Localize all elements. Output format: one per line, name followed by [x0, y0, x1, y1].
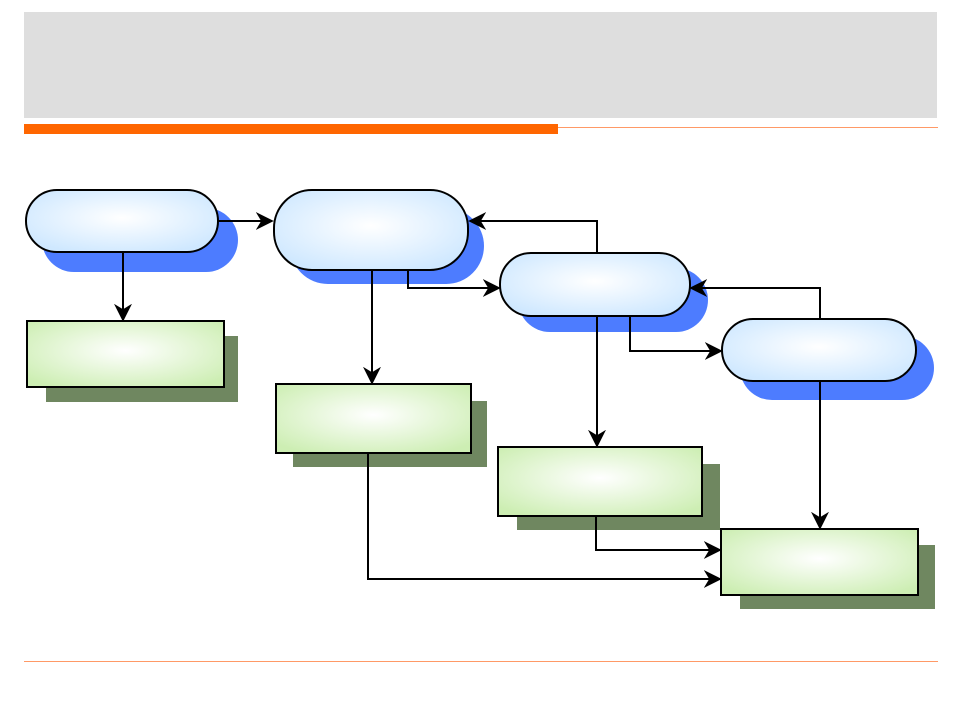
arrow-box2-to-box4 [367, 453, 722, 588]
connectors [114, 212, 829, 588]
arrow-oval4-to-oval3 [689, 279, 821, 319]
orange-accent-bar [24, 124, 558, 134]
output-box-4 [720, 528, 935, 609]
box-1-shape [26, 320, 225, 388]
orange-accent-line [558, 127, 938, 128]
bottom-divider-line [24, 661, 938, 662]
process-oval-4 [721, 318, 934, 400]
oval-1-shape [25, 189, 219, 253]
title-band [24, 12, 937, 118]
oval-3-shape [499, 252, 691, 317]
oval-4-shape [721, 318, 917, 382]
box-4-shape [720, 528, 919, 596]
output-box-1 [26, 320, 238, 402]
process-oval-2 [273, 189, 484, 284]
output-box-2 [275, 383, 487, 467]
box-2-shape [275, 383, 472, 454]
output-box-3 [497, 446, 720, 530]
arrow-oval3-to-oval4 [629, 317, 723, 360]
arrow-oval3-to-oval2 [468, 212, 598, 253]
oval-2-shape [273, 189, 469, 271]
arrow-box3-to-box4 [595, 516, 722, 559]
process-oval-1 [25, 189, 238, 272]
arrow-oval2-to-oval3 [407, 271, 501, 297]
box-3-shape [497, 446, 703, 517]
process-oval-3 [499, 252, 708, 332]
